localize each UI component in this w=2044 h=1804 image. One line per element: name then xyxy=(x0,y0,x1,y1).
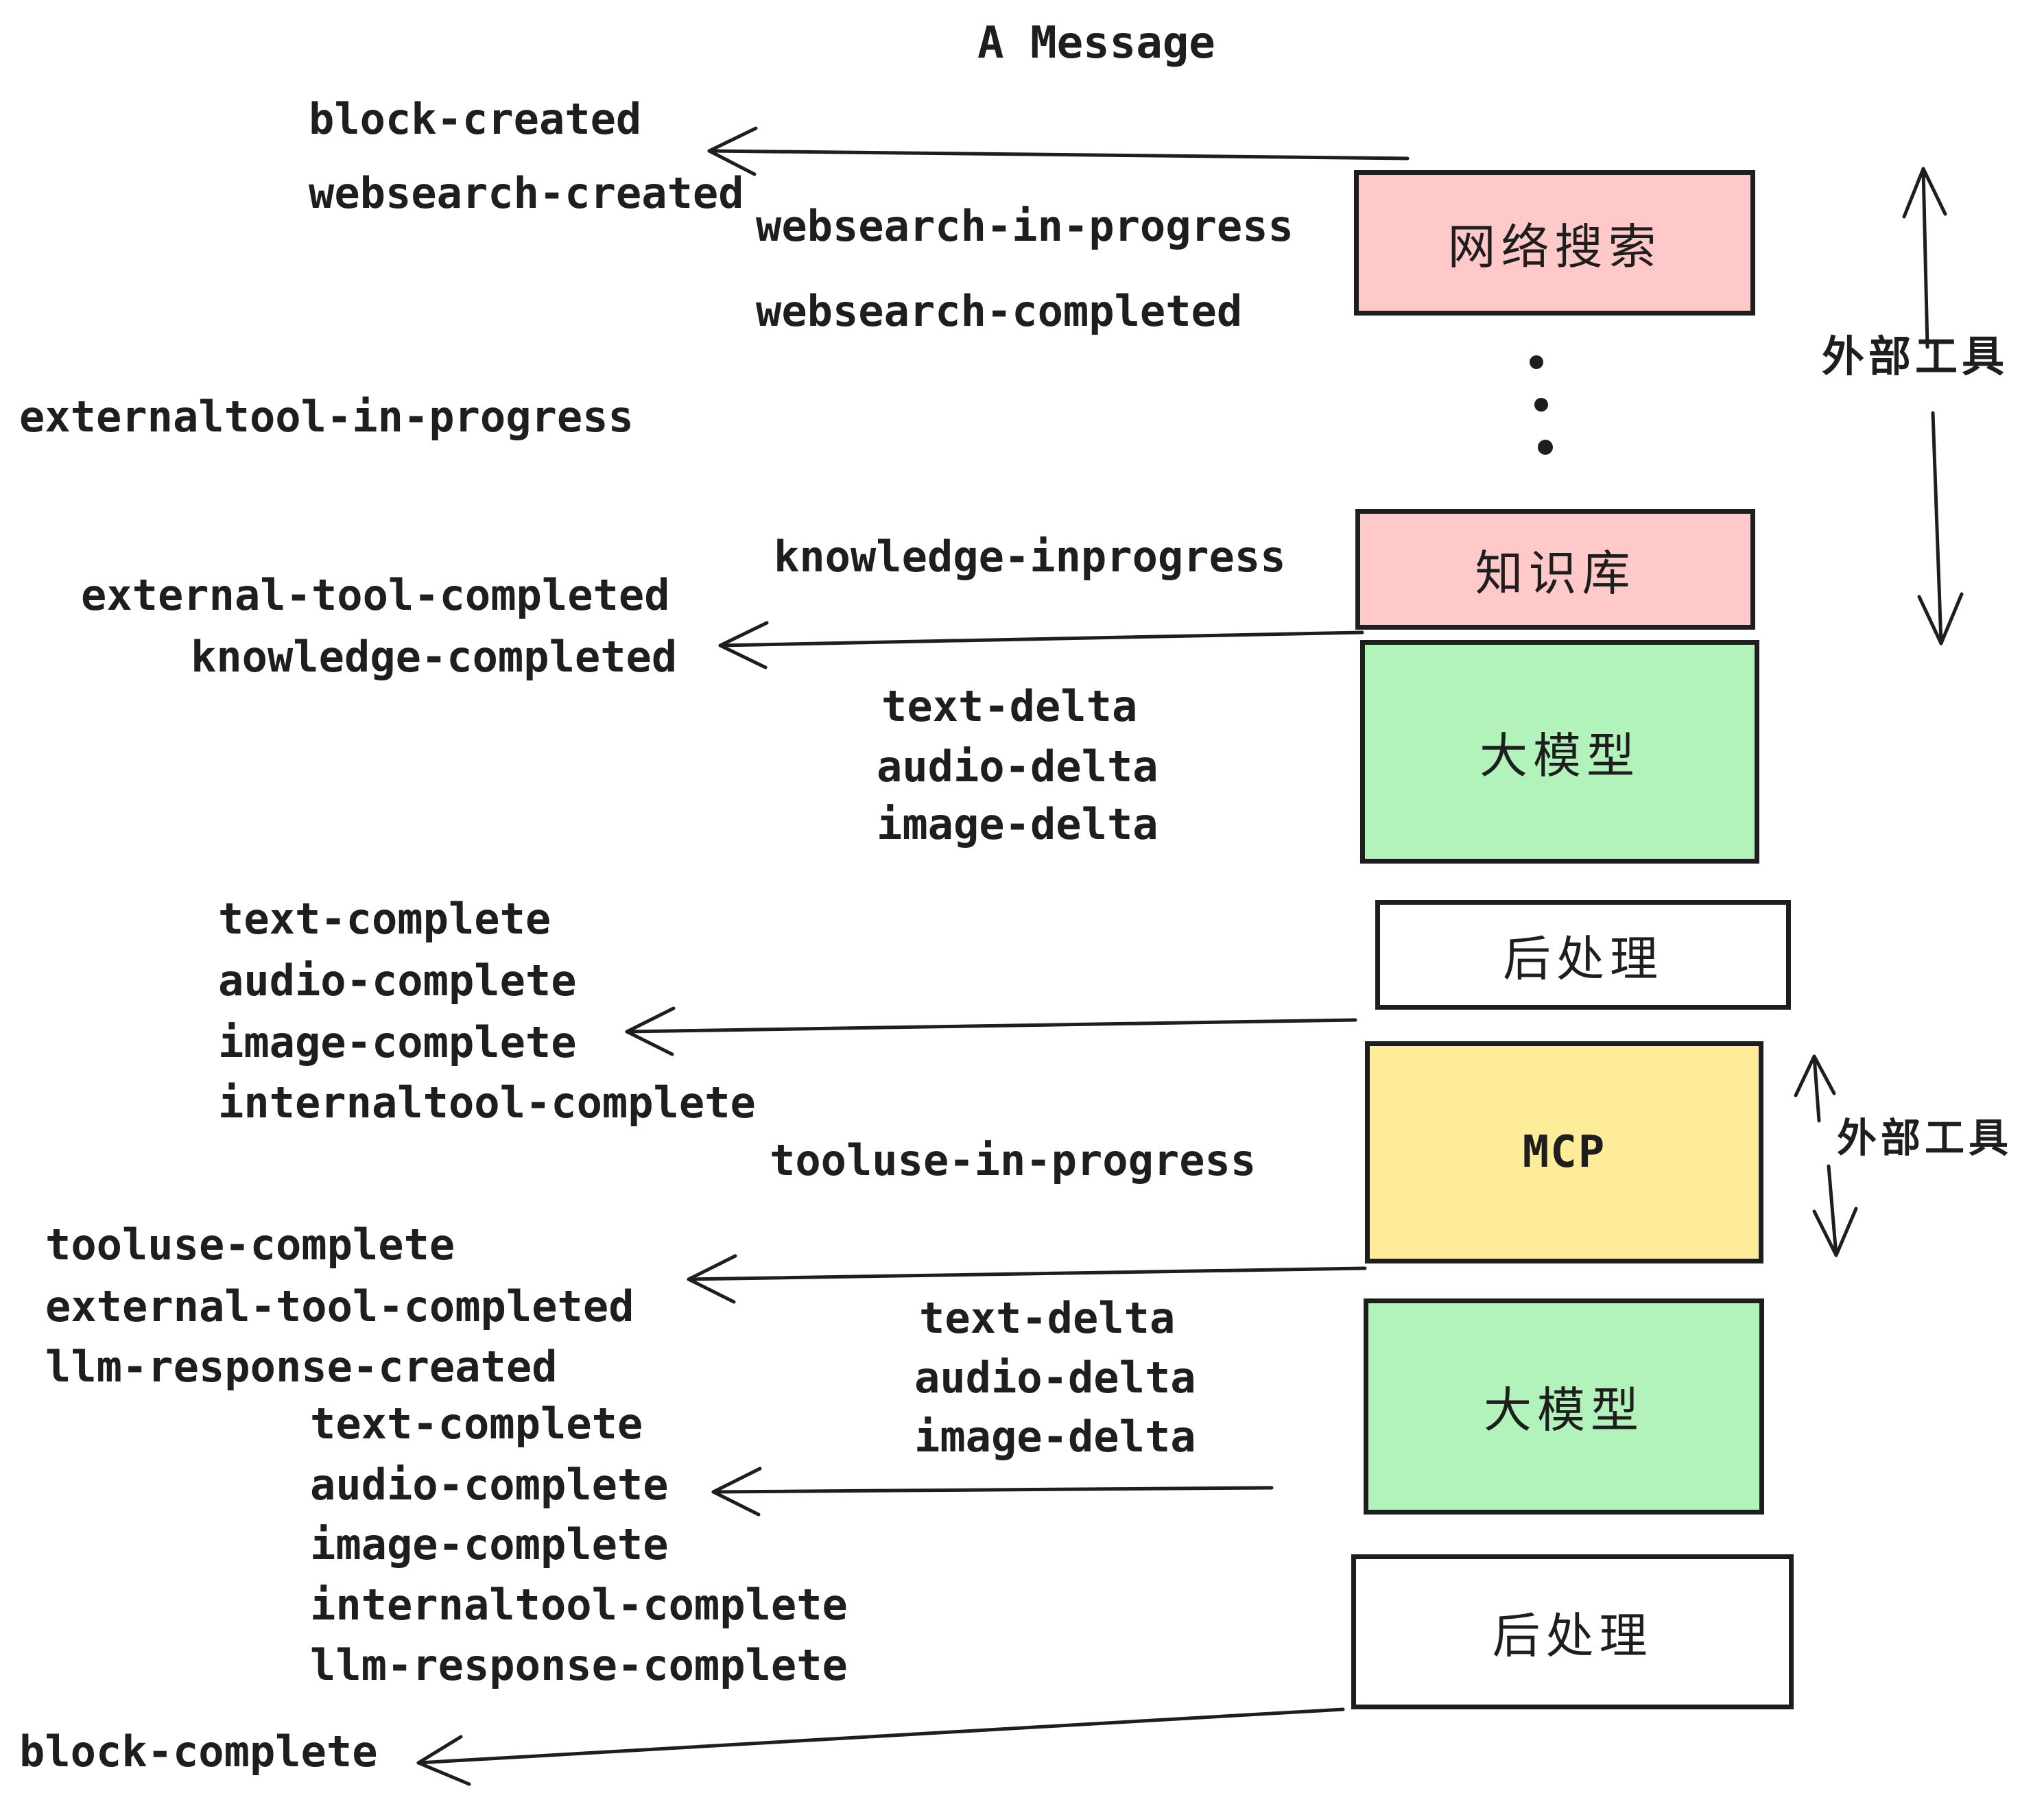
up-arrow xyxy=(1921,167,1929,349)
left-arrow xyxy=(711,1486,1274,1494)
event-label-websearch-created: websearch-created xyxy=(309,168,744,218)
box-llm-1: 大模型 xyxy=(1360,640,1759,864)
box-llm-1-label: 大模型 xyxy=(1479,727,1640,784)
box-llm-2-label: 大模型 xyxy=(1484,1382,1644,1438)
event-label-externaltool-in-progress: externaltool-in-progress xyxy=(19,392,634,442)
event-label-websearch-in-progress: websearch-in-progress xyxy=(756,201,1294,251)
box-websearch-label: 网络搜索 xyxy=(1447,218,1662,275)
box-mcp: MCP xyxy=(1365,1041,1763,1263)
event-label-text-complete: text-complete xyxy=(218,894,551,944)
left-arrow-head xyxy=(711,1467,762,1517)
box-knowledge-base-label: 知识库 xyxy=(1475,545,1636,602)
event-label-websearch-completed: websearch-completed xyxy=(756,286,1243,336)
event-label-image-delta-2: image-delta xyxy=(914,1412,1196,1462)
event-label-block-created: block-created xyxy=(309,94,642,144)
box-postprocess-2-label: 后处理 xyxy=(1492,1607,1653,1664)
side-label-external-tools-1: 外部工具 xyxy=(1822,331,2009,381)
left-arrow xyxy=(625,1018,1357,1034)
event-label-image-complete: image-complete xyxy=(218,1017,577,1067)
event-label-tooluse-in-progress: tooluse-in-progress xyxy=(770,1135,1257,1185)
event-label-text-delta-2: text-delta xyxy=(919,1293,1176,1343)
event-label-text-delta: text-delta xyxy=(881,681,1138,731)
box-llm-2: 大模型 xyxy=(1364,1298,1764,1515)
down-arrow xyxy=(1827,1164,1838,1257)
left-arrow-head xyxy=(687,1254,737,1304)
down-arrow-head xyxy=(1812,1207,1858,1257)
left-arrow xyxy=(416,1707,1345,1765)
event-label-llm-response-complete: llm-response-complete xyxy=(310,1640,848,1690)
left-arrow xyxy=(718,630,1364,648)
event-label-llm-response-created: llm-response-created xyxy=(45,1342,558,1392)
event-label-internaltool-complete: internaltool-complete xyxy=(218,1078,756,1128)
left-arrow-head xyxy=(707,126,758,176)
left-arrow-head xyxy=(625,1006,676,1056)
up-arrow-head xyxy=(1902,167,1947,219)
event-label-knowledge-inprogress: knowledge-inprogress xyxy=(774,532,1286,582)
up-arrow xyxy=(1812,1054,1821,1123)
side-label-external-tools-2: 外部工具 xyxy=(1837,1115,2013,1161)
left-arrow-head xyxy=(718,621,769,669)
event-label-internaltool-complete-2: internaltool-complete xyxy=(310,1580,848,1630)
left-arrow xyxy=(707,149,1410,161)
event-label-knowledge-completed: knowledge-completed xyxy=(191,632,678,682)
box-postprocess-1-label: 后处理 xyxy=(1503,930,1663,987)
box-postprocess-1: 后处理 xyxy=(1375,900,1791,1010)
event-label-audio-complete-2: audio-complete xyxy=(310,1460,669,1510)
box-websearch: 网络搜索 xyxy=(1354,170,1755,316)
event-label-audio-delta-2: audio-delta xyxy=(914,1353,1196,1403)
event-label-image-delta: image-delta xyxy=(877,799,1158,849)
down-arrow xyxy=(1931,411,1943,645)
event-label-image-complete-2: image-complete xyxy=(310,1519,669,1569)
down-arrow-head xyxy=(1917,592,1964,645)
event-label-text-complete-2: text-complete xyxy=(310,1399,643,1449)
event-label-block-complete: block-complete xyxy=(19,1726,378,1777)
box-mcp-label: MCP xyxy=(1522,1127,1606,1178)
event-label-audio-delta: audio-delta xyxy=(877,741,1158,792)
left-arrow-head xyxy=(416,1735,471,1786)
box-postprocess-2: 后处理 xyxy=(1351,1554,1794,1709)
page-title: A Message xyxy=(977,18,1215,69)
up-arrow-head xyxy=(1794,1054,1836,1097)
event-label-audio-complete: audio-complete xyxy=(218,956,577,1006)
box-knowledge-base: 知识库 xyxy=(1355,509,1755,630)
event-label-external-tool-completed-2: external-tool-completed xyxy=(45,1281,634,1331)
vertical-ellipsis-icon xyxy=(1530,355,1553,455)
event-label-tooluse-complete: tooluse-complete xyxy=(45,1220,455,1270)
left-arrow xyxy=(687,1266,1367,1281)
event-label-external-tool-completed: external-tool-completed xyxy=(81,570,670,620)
